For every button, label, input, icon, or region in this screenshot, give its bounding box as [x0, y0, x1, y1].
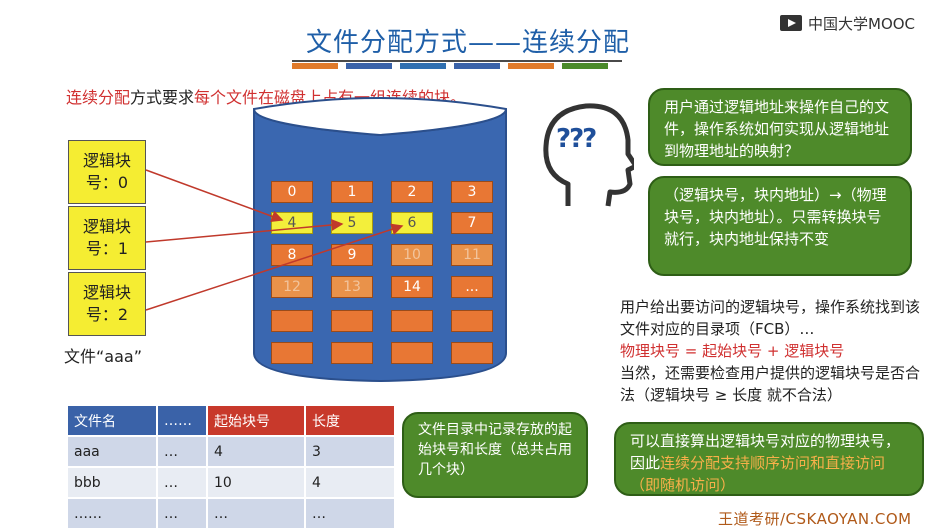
disk-block: 10 [391, 244, 433, 266]
file-directory-table: 文件名 …… 起始块号 长度 aaa … 4 3 bbb … 10 4 …… …… [66, 404, 396, 530]
table-header-row: 文件名 …… 起始块号 长度 [66, 404, 396, 437]
table-row: bbb … 10 4 [66, 466, 396, 499]
disk-block [451, 310, 493, 332]
disk-block: 3 [451, 181, 493, 203]
explanation-text: 用户给出要访问的逻辑块号，操作系统找到该文件对应的目录项（FCB）… 物理块号 … [620, 296, 925, 406]
thinking-head-icon [543, 103, 634, 207]
table-cell: 4 [304, 466, 396, 499]
col-ellipsis: …… [156, 404, 208, 437]
table-cell: … [304, 497, 396, 530]
disk-block [271, 342, 313, 364]
disk-block: 9 [331, 244, 373, 266]
col-start-block: 起始块号 [206, 404, 306, 437]
title-color-bar [346, 63, 392, 69]
disk-block: 1 [331, 181, 373, 203]
table-row: aaa … 4 3 [66, 435, 396, 468]
disk-block [391, 342, 433, 364]
formula-text: 物理块号 = 起始块号 + 逻辑块号 [620, 342, 845, 360]
table-cell: aaa [66, 435, 158, 468]
intro-middle: 方式要求 [130, 88, 195, 107]
disk-block: 7 [451, 212, 493, 234]
disk-cylinder [252, 97, 508, 383]
mooc-logo: 中国大学MOOC [780, 10, 915, 36]
logo-text: 中国大学MOOC [808, 14, 916, 33]
col-filename: 文件名 [66, 404, 158, 437]
title-color-bar [292, 63, 338, 69]
disk-block: 12 [271, 276, 313, 298]
logical-block-label: 逻辑块 [82, 217, 131, 236]
table-cell: bbb [66, 466, 158, 499]
disk-block [331, 310, 373, 332]
disk-block: 0 [271, 181, 313, 203]
question-marks: ??? [556, 124, 597, 154]
disk-block: 13 [331, 276, 373, 298]
table-cell: …… [66, 497, 158, 530]
logical-block-0: 逻辑块 号：0 [68, 140, 146, 204]
callout-directory-info: 文件目录中记录存放的起始块号和长度（总共占用几个块） [402, 412, 588, 498]
logical-block-number: 号：2 [85, 305, 129, 324]
callout-text: 可以直接算出逻辑块号对应的物理块号，因此 [630, 432, 901, 472]
disk-block [331, 342, 373, 364]
table-row: …… … … … [66, 497, 396, 530]
disk-block: ... [451, 276, 493, 298]
title-color-bar [400, 63, 446, 69]
table-cell: … [156, 466, 208, 499]
disk-block [271, 310, 313, 332]
logical-block-number: 号：0 [85, 173, 129, 192]
footer-watermark: 王道考研/CSKAOYAN.COM [718, 510, 912, 528]
explanation-line: 当然，还需要检查用户提供的逻辑块号是否合法（逻辑块号 ≥ 长度 就不合法） [620, 364, 921, 404]
explanation-line: 用户给出要访问的逻辑块号，操作系统找到该文件对应的目录项（FCB）… [620, 298, 921, 338]
play-icon [780, 15, 802, 31]
logical-block-label: 逻辑块 [82, 283, 131, 302]
callout-answer: （逻辑块号，块内地址）→（物理块号，块内地址）。只需转换块号就行，块内地址保持不… [648, 176, 912, 276]
disk-block: 14 [391, 276, 433, 298]
table-cell: … [156, 435, 208, 468]
table-cell: … [206, 497, 306, 530]
logical-block-label: 逻辑块 [82, 151, 131, 170]
disk-block [391, 310, 433, 332]
callout-highlight: 连续分配支持顺序访问和直接访问（即随机访问） [630, 454, 886, 494]
disk-block: 11 [451, 244, 493, 266]
logical-block-number: 号：1 [85, 239, 129, 258]
table-cell: 3 [304, 435, 396, 468]
table-cell: … [156, 497, 208, 530]
table-cell: 4 [206, 435, 306, 468]
file-name-label: 文件“aaa” [64, 347, 142, 366]
callout-question: 用户通过逻辑地址来操作自己的文件，操作系统如何实现从逻辑地址到物理地址的映射？ [648, 88, 912, 166]
callout-access-support: 可以直接算出逻辑块号对应的物理块号，因此连续分配支持顺序访问和直接访问（即随机访… [614, 422, 924, 496]
disk-block: 2 [391, 181, 433, 203]
intro-keyword: 连续分配 [66, 88, 131, 107]
page-title: 文件分配方式——连续分配 [305, 28, 630, 58]
title-color-bar [508, 63, 554, 69]
title-color-bar [454, 63, 500, 69]
logical-block-1: 逻辑块 号：1 [68, 206, 146, 270]
title-underline [292, 60, 622, 62]
table-cell: 10 [206, 466, 306, 499]
logical-block-2: 逻辑块 号：2 [68, 272, 146, 336]
title-color-bar [562, 63, 608, 69]
disk-block [451, 342, 493, 364]
col-length: 长度 [304, 404, 396, 437]
